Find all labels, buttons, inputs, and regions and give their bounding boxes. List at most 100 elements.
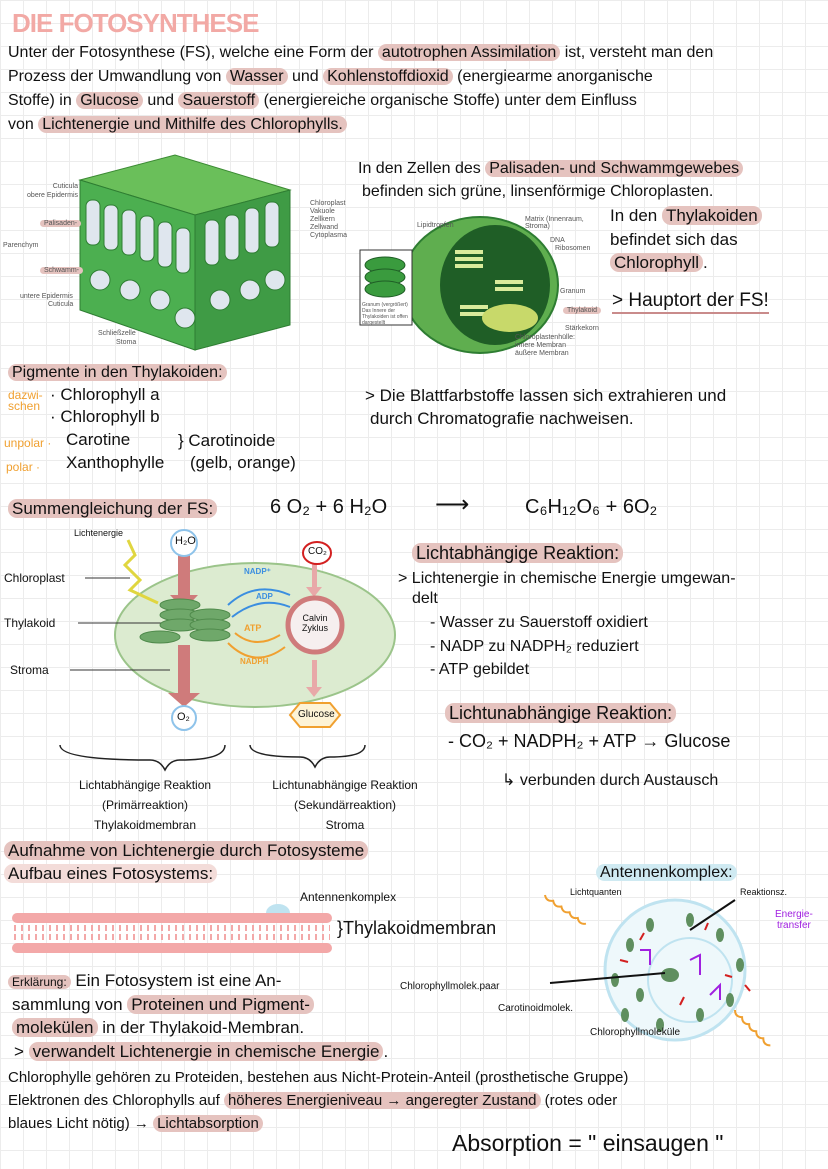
list-item: - Wasser zu Sauerstoff oxidiert [430,614,648,631]
highlight: Lichtabsorption [153,1115,263,1132]
equation-left: 6 O₂ + 6 H₂O [270,496,388,518]
tag-polar: polar · [6,460,41,474]
label-ribosomen: Ribosomen [555,245,591,252]
thylakoid-membrane-diagram [8,895,338,965]
label-parenchym: Parenchym [3,242,39,249]
text: Thylakoidmembran [93,818,197,832]
text: Lichtabhängige Reaktion [78,778,212,792]
highlight: molekülen [12,1018,98,1037]
list-item: - NADP zu NADPH₂ reduziert [430,638,639,655]
text: Thylakoiden ist offen [362,314,408,320]
pigments-heading: Pigmente in den Thylakoiden: [8,364,227,381]
highlight: Sauerstoff [178,92,260,109]
label-zellkern: Zellkern [310,216,335,223]
label-carotinoid: Carotinoidmolek. [498,1003,574,1014]
arrow-icon: ⟶ [435,491,470,518]
text: befindet sich das [610,230,738,249]
pigment-xanthophylle: Xanthophylle [66,453,165,472]
text: dargestellt [362,320,386,326]
h2o-label: H₂O [175,535,196,547]
label-lipidtropfen: Lipidtropfen [417,222,454,229]
text: (energiereiche organische Stoffe) unter … [259,92,637,109]
tag-unpolar: unpolar · [4,436,52,450]
left-caption: Lichtabhängige Reaktion (Primärreaktion) T… [60,775,230,835]
text: (rotes oder [540,1092,618,1109]
adp-label: ADP [256,592,273,601]
membrane-label: }Thylakoidmembran [337,918,497,938]
antenna-complex-label: Antennenkomplex [300,890,397,904]
label-light-energy: Lichtenergie [74,528,124,538]
right-caption: Lichtunabhängige Reaktion(Sekundärreakti… [240,775,450,835]
text: in der Thylakoid-Membran. [97,1018,305,1037]
label-schliesszelle: Schließzelle [98,330,136,337]
text: von [8,116,39,133]
label-epidermis: obere Epidermis [27,192,78,199]
label-chlorophyll-molecules: Chlorophyllmoleküle [590,1027,681,1038]
text: Elektronen des Chlorophylls auf [8,1092,224,1109]
highlight: autotrophen Assimilation [377,44,561,61]
text: (Primärreaktion) [101,798,188,812]
text: ist, versteht man den [560,44,714,61]
label-chloroplast: Chloroplast [4,571,65,585]
text: sammlung von [12,995,128,1014]
antenna-illustration [544,894,771,1047]
text: In den [610,206,662,225]
text: (energiearme anorganische [452,68,653,85]
label-cytoplasma: Cytoplasma [310,232,347,239]
label-schwamm: Schwamm- [40,267,84,274]
chloroplast-illustration [359,216,559,354]
label-cuticula: Cuticula [52,183,78,190]
hauptort-note: > Hauptort der FS! [612,290,769,314]
text: Unter der Fotosynthese (FS), welche eine… [8,44,378,61]
text: dazwi- [8,388,43,402]
text: Granum (vergrößert) [362,302,408,308]
text: und [142,92,179,109]
text: Prozess der Umwandlung von [8,68,226,85]
tag-dazwischen: dazwi-schen [8,388,43,412]
light-independent-heading: Lichtunabhängige Reaktion: [445,703,677,723]
text: Zyklus [301,623,328,633]
highlight: Proteinen und Pigment- [127,995,314,1014]
chloroplast-diagram: Lipidtropfen Matrix (Innenraum, Stroma) … [355,210,605,360]
label-stroma: Stroma [10,663,49,677]
highlight: höheres Energieniveau → angeregter Zusta… [223,1092,541,1109]
membrane-illustration [12,904,332,953]
label-chloroplast: Chloroplast [310,200,346,207]
o2-label: O₂ [177,711,190,723]
list-item: - ATP gebildet [430,661,530,678]
text: blaues Licht nötig) → [8,1115,154,1132]
label-reaktionszentrum: Reaktionsz. [740,887,788,897]
leaf-cross-section-diagram: Cuticula obere Epidermis Palisaden- Pare… [0,150,347,360]
label-chlorophyll-pair: Chlorophyllmolek.paar [400,981,500,992]
pigment-chlorophyll-b: · Chlorophyll b [50,407,160,426]
label-zellwand: Zellwand [310,224,339,231]
text: > Die Blattfarbstoffe lassen sich extrah… [365,386,727,405]
pigment-carotine: Carotine [66,430,131,449]
text: Ein Fotosystem ist eine An- [70,971,282,990]
page-title: DIE FOTOSYNTHESE [12,8,259,38]
highlight: Lichtenergie und Mithilfe des Chlorophyl… [38,116,347,133]
text: Stoffe) in [8,92,77,109]
label-dna: DNA [550,237,565,244]
equation-label: Summengleichung der FS: [8,499,218,518]
leaf-illustration [78,154,292,351]
highlight: Kohlenstoffdioxid [323,68,453,85]
explanation-label: Erklärung: [8,975,71,989]
process-illustration [59,529,396,772]
highlight: Glucose [76,92,143,109]
label-aeussere-membran: äußere Membran [515,350,569,357]
text: > Lichtenergie in chemische Energie umge… [398,570,736,587]
light-dependent-heading: Lichtabhängige Reaktion: [412,543,624,563]
absorption-definition: Absorption = " einsaugen " [452,1130,724,1156]
label-vakuole: Vakuole [310,208,335,215]
text: Stroma [325,818,365,832]
label-thylakoid: Thylakoid [4,616,56,630]
text: . [383,1042,389,1061]
label-lichtquanten: Lichtquanten [570,887,622,897]
label-huelle: Chloroplastenhülle: [515,334,575,341]
antenna-heading: Antennenkomplex: [596,864,737,881]
equation-right: C₆H₁₂O₆ + 6O₂ [525,496,658,518]
carotinoide-group: } Carotinoide [178,431,276,450]
